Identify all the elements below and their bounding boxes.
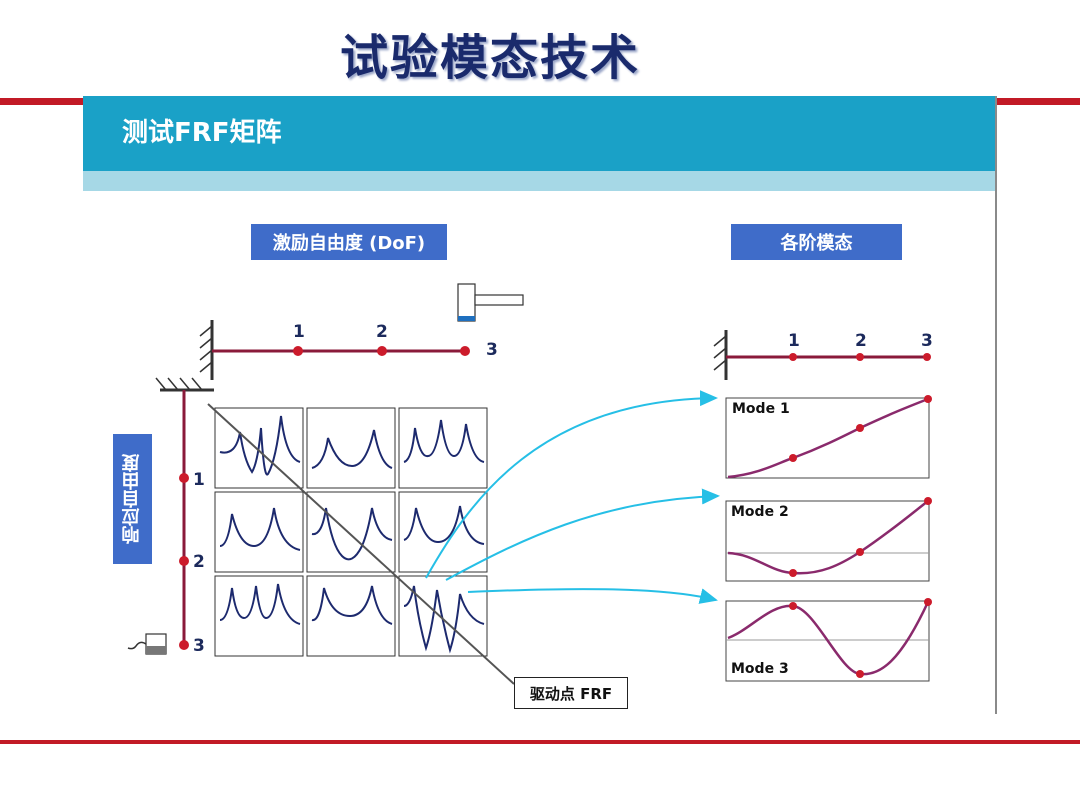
excitation-dof-2: 2 — [376, 322, 388, 342]
mode-3-plot — [725, 598, 932, 682]
response-dof-3: 3 — [193, 636, 205, 656]
mode-1-label: Mode 1 — [732, 401, 790, 417]
mode-arrows — [425, 390, 720, 604]
modes-label: 各阶模态 — [731, 224, 902, 260]
excitation-dof-1: 1 — [293, 322, 305, 342]
bottom-red-line — [0, 740, 1080, 744]
response-dof-1: 1 — [193, 470, 205, 490]
driving-point-diagonal — [207, 403, 515, 685]
mode-3-label: Mode 3 — [731, 661, 789, 677]
excitation-beam — [199, 320, 470, 380]
section-subtitle: 测试FRF矩阵 — [122, 118, 282, 148]
mode-2-label: Mode 2 — [731, 504, 789, 520]
section-header-band — [83, 96, 996, 171]
response-dof-2: 2 — [193, 552, 205, 572]
frame-right-border — [995, 96, 997, 714]
frf-matrix — [214, 407, 488, 657]
page-title: 试验模态技术 — [339, 30, 640, 86]
response-beam — [155, 377, 214, 650]
mode-beam-dof-2: 2 — [855, 331, 867, 351]
accelerometer-icon — [127, 633, 167, 655]
mode-beam-dof-1: 1 — [788, 331, 800, 351]
mode-1-plot — [725, 395, 932, 479]
driving-point-frf-label: 驱动点 FRF — [514, 677, 628, 709]
section-header-subband — [83, 171, 996, 191]
excitation-dof-3: 3 — [486, 340, 498, 360]
top-red-line-right — [996, 98, 1080, 105]
mode-beam — [713, 330, 931, 380]
impact-hammer-icon — [457, 283, 524, 322]
excitation-dof-label: 激励自由度 (DoF) — [251, 224, 447, 260]
mode-beam-dof-3: 3 — [921, 331, 933, 351]
mode-2-plot — [725, 497, 932, 582]
top-red-line-left — [0, 98, 84, 105]
